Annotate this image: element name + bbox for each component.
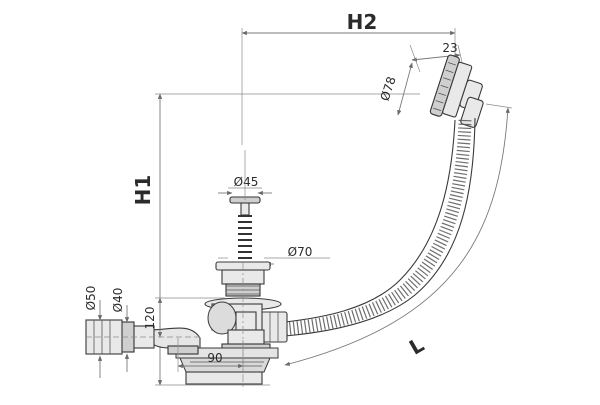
d50-dimension: Ø50 xyxy=(84,286,103,378)
d23-label: 23 xyxy=(442,41,457,55)
overflow-head xyxy=(429,54,484,128)
drain-fitting: Ø70 xyxy=(204,245,330,335)
d50-label: Ø50 xyxy=(84,286,98,311)
d70-label: Ø70 xyxy=(288,245,313,259)
l-label: L xyxy=(405,332,428,359)
d78-label: Ø78 xyxy=(378,75,399,103)
outlet-elbow xyxy=(85,319,201,355)
d40-dimension: Ø40 xyxy=(111,288,130,372)
h1-label: H1 xyxy=(131,175,155,206)
d90-label: 90 xyxy=(207,351,222,365)
h2-dimension: H2 xyxy=(241,10,456,145)
h1-dimension: H1 xyxy=(131,93,420,386)
h2-label: H2 xyxy=(347,10,378,34)
flexible-hose xyxy=(284,117,476,337)
d45-label: Ø45 xyxy=(234,175,259,189)
d120-label: 120 xyxy=(143,307,157,330)
d120-dimension: 120 xyxy=(143,297,225,338)
d40-label: Ø40 xyxy=(111,288,125,313)
d78-dimension: Ø78 xyxy=(378,62,413,116)
l-dimension: L xyxy=(284,103,513,366)
drain-plug: Ø45 xyxy=(218,150,272,259)
